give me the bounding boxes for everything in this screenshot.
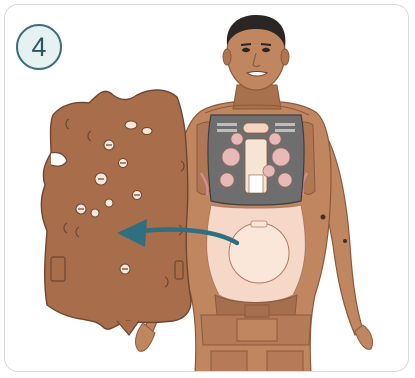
illustration <box>5 5 409 372</box>
step-number: 4 <box>31 32 46 63</box>
manikin-head <box>223 15 289 90</box>
abdomen-insert <box>207 205 306 315</box>
chest-plate <box>208 115 304 205</box>
removed-skin-panel <box>41 90 191 335</box>
manikin-left-hand <box>355 325 373 349</box>
instruction-card: 4 <box>4 4 409 372</box>
step-number-badge: 4 <box>16 24 62 70</box>
